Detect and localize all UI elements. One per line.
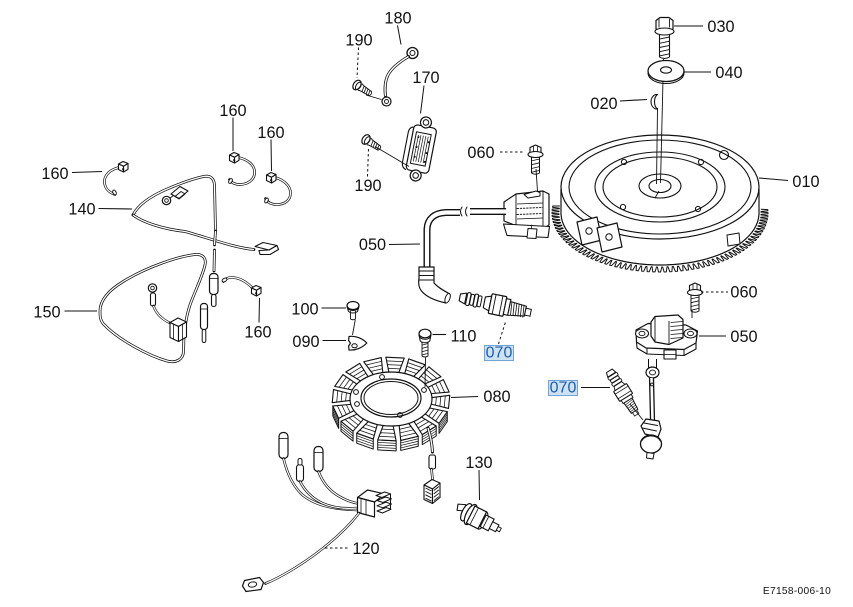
- svg-text:080: 080: [483, 388, 510, 406]
- svg-text:060: 060: [467, 144, 494, 162]
- svg-text:050: 050: [359, 236, 386, 254]
- svg-text:060: 060: [730, 284, 757, 302]
- svg-text:190: 190: [345, 32, 372, 50]
- svg-text:020: 020: [590, 95, 617, 113]
- svg-text:160: 160: [244, 324, 271, 342]
- svg-text:160: 160: [219, 102, 246, 120]
- svg-text:010: 010: [792, 173, 819, 191]
- svg-text:180: 180: [384, 10, 411, 28]
- svg-text:100: 100: [291, 301, 318, 319]
- svg-text:190: 190: [354, 177, 381, 195]
- svg-text:170: 170: [412, 69, 439, 87]
- svg-text:140: 140: [68, 201, 95, 219]
- svg-text:120: 120: [352, 540, 379, 558]
- svg-text:110: 110: [451, 328, 477, 346]
- svg-text:130: 130: [465, 454, 492, 472]
- svg-text:160: 160: [41, 165, 68, 183]
- svg-text:070: 070: [550, 380, 577, 397]
- svg-text:040: 040: [715, 64, 742, 82]
- svg-text:090: 090: [292, 333, 319, 351]
- svg-text:050: 050: [730, 328, 757, 346]
- svg-text:150: 150: [33, 304, 60, 322]
- svg-text:E7158-006-10: E7158-006-10: [763, 586, 831, 597]
- svg-text:070: 070: [486, 345, 513, 362]
- svg-text:160: 160: [257, 124, 284, 142]
- svg-text:030: 030: [707, 18, 734, 36]
